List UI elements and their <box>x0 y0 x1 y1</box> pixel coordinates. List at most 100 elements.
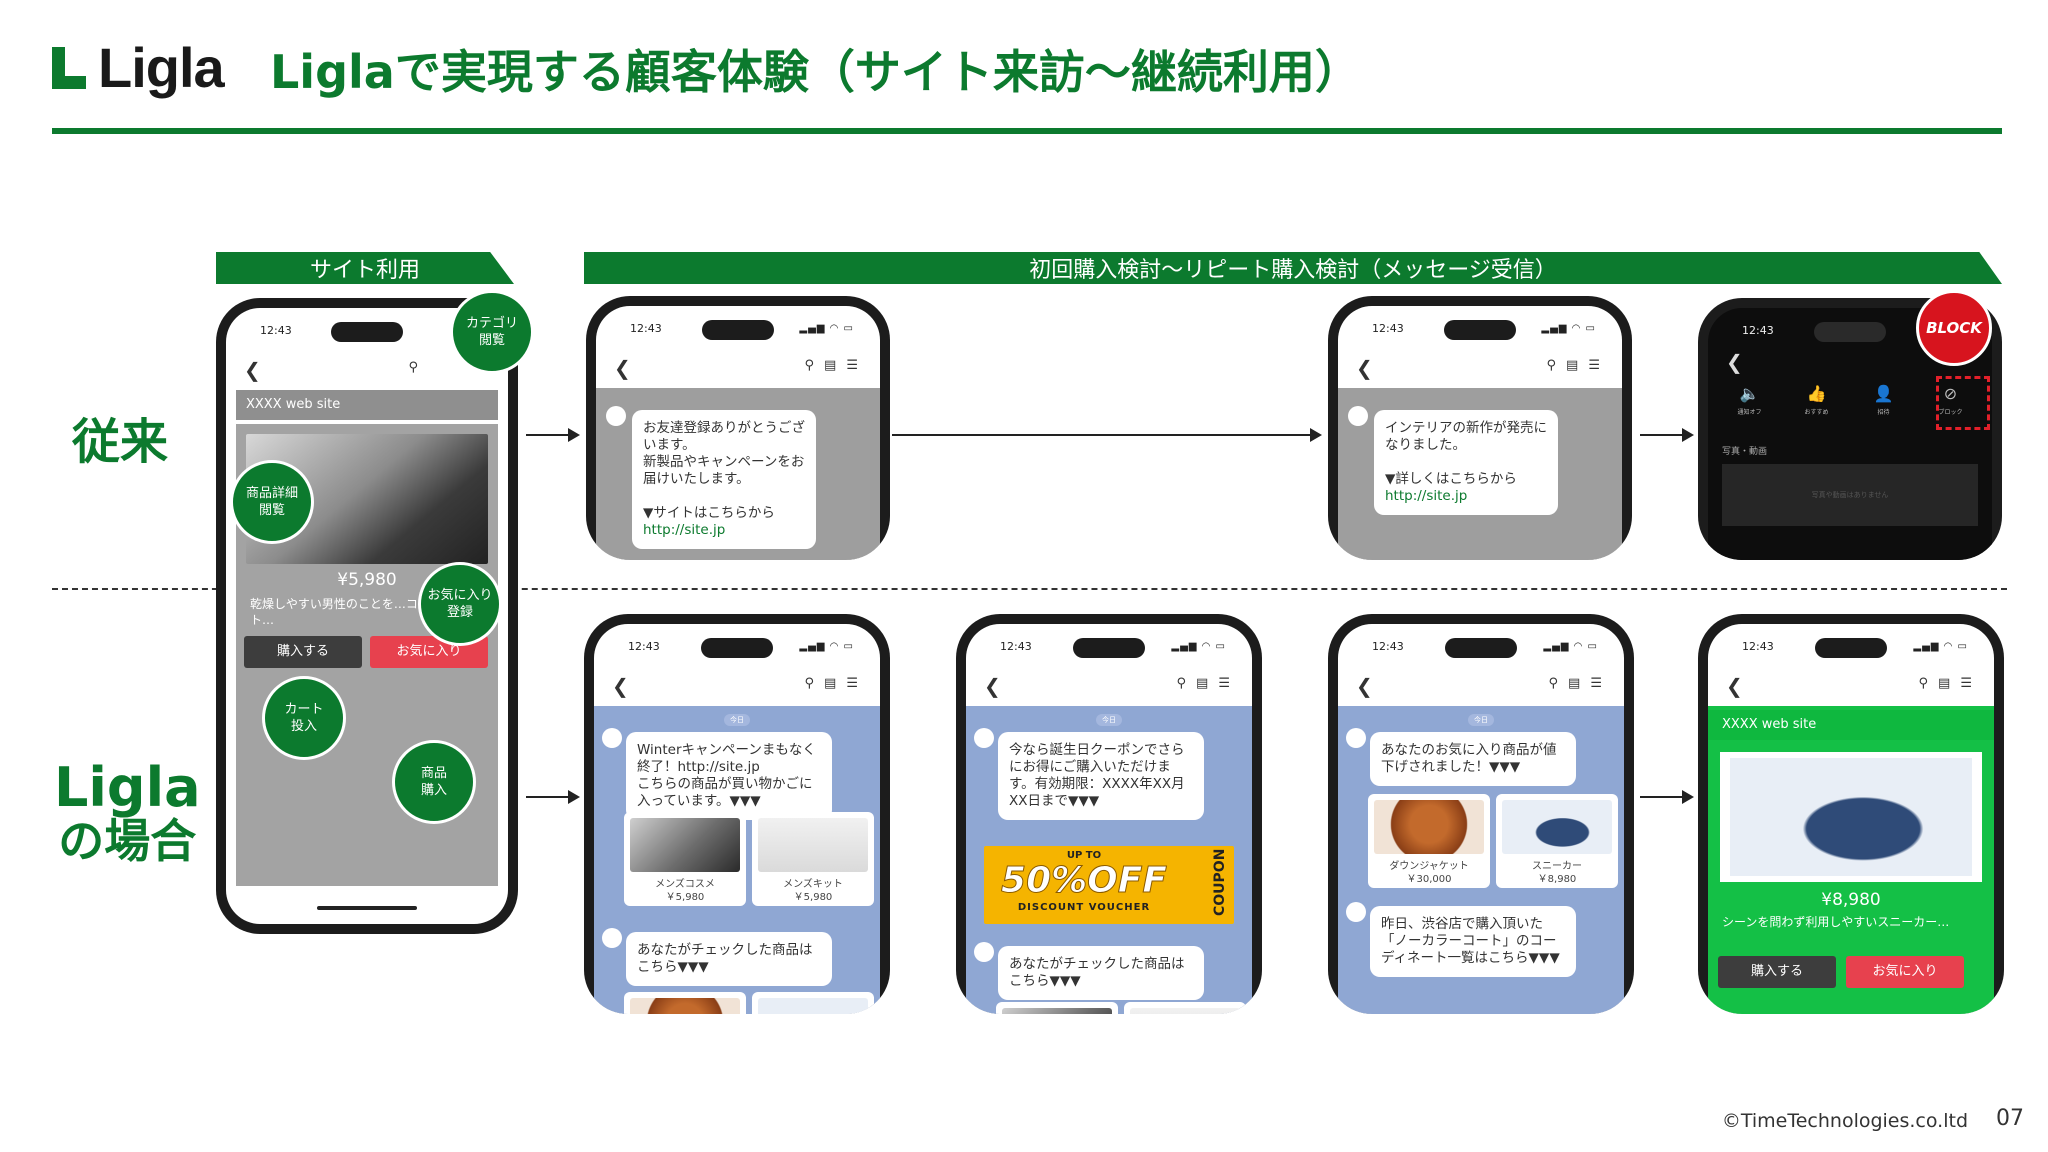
chat-area: 今日 今なら誕生日クーポンでさらにお得にご購入いただけます。有効期限：XXXX年… <box>966 706 1252 1014</box>
coupon-up-to: UP TO <box>1066 850 1102 861</box>
chat-menu-icons[interactable]: ⚲▤☰ <box>804 358 868 373</box>
chat-area: 今日 あなたのお気に入り商品が値下げされました！▼▼▼ ダウンジャケット ￥30… <box>1338 706 1624 1014</box>
block-icon[interactable]: ⊘ブロック <box>1938 384 1963 416</box>
product-card[interactable]: メンズキット ￥5,980 <box>752 812 874 906</box>
product-price: ¥8,980 <box>1821 890 1881 910</box>
message-link[interactable]: http://site.jp <box>1385 488 1468 504</box>
favorite-button[interactable]: お気に入り <box>370 636 488 668</box>
product-image-frame[interactable] <box>1720 752 1982 882</box>
status-icons: ▂▄▆ ◠ ▭ <box>1541 323 1596 334</box>
search-icon[interactable]: ⚲ <box>408 360 428 375</box>
back-icon[interactable]: ❮ <box>1726 674 1743 698</box>
phone-notch <box>1815 638 1887 658</box>
message-bubble: お友達登録ありがとうございます。 新製品やキャンペーンをお届けいたします。 ▼サ… <box>632 410 816 549</box>
site-menu-icons[interactable]: ⚲▤☰ <box>1918 676 1982 691</box>
status-icons: ▂▄▆ ◠ ▭ <box>1913 641 1968 652</box>
product-card[interactable] <box>1124 1002 1246 1014</box>
back-icon[interactable]: ❮ <box>1726 350 1743 374</box>
step-purchase: 商品 購入 <box>392 740 476 824</box>
back-icon[interactable]: ❮ <box>244 358 261 382</box>
chat-area: お友達登録ありがとうございます。 新製品やキャンペーンをお届けいたします。 ▼サ… <box>596 388 880 560</box>
chat-menu-icons[interactable]: ⚲▤☰ <box>1548 676 1612 691</box>
status-time: 12:43 <box>628 640 660 653</box>
account-avatar <box>1348 406 1368 426</box>
product-image <box>758 998 868 1014</box>
product-image <box>1374 800 1484 854</box>
buy-button[interactable]: 購入する <box>244 636 362 668</box>
phone-notch <box>701 638 773 658</box>
product-card[interactable] <box>624 992 746 1014</box>
ligla-phone-3-screen: 12:43 ▂▄▆ ◠ ▭ ❮ ⚲▤☰ 今日 あなたのお気に入り商品が値下げされ… <box>1338 624 1624 1014</box>
product-card[interactable] <box>752 992 874 1014</box>
status-time: 12:43 <box>1000 640 1032 653</box>
ligla-phone-3: 12:43 ▂▄▆ ◠ ▭ ❮ ⚲▤☰ 今日 あなたのお気に入り商品が値下げされ… <box>1328 614 1634 1014</box>
favorite-button[interactable]: お気に入り <box>1846 956 1964 988</box>
product-image <box>1502 800 1612 854</box>
message-bubble[interactable]: あなたのお気に入り商品が値下げされました！▼▼▼ <box>1370 732 1576 786</box>
chat-navbar: ❮ ⚲▤☰ <box>1338 344 1622 388</box>
product-card[interactable] <box>996 1002 1118 1014</box>
coupon-voucher[interactable]: UP TO 50%OFF DISCOUNT VOUCHER COUPON <box>984 846 1234 924</box>
back-icon[interactable]: ❮ <box>984 674 1001 698</box>
message-link[interactable]: http://site.jp <box>643 522 726 538</box>
coupon-percent: 50%OFF <box>1001 860 1168 902</box>
account-avatar <box>974 728 994 748</box>
account-avatar <box>1346 902 1366 922</box>
arrow-4 <box>526 790 580 804</box>
copyright: ©TimeTechnologies.co.ltd <box>1721 1110 1968 1132</box>
site-navbar: ❮ ⚲▤☰ <box>1708 662 1994 706</box>
arrow-3 <box>1640 428 1694 442</box>
phone-notch <box>1814 322 1886 342</box>
block-badge: BLOCK <box>1916 290 1992 366</box>
chat-menu-icons[interactable]: ⚲▤☰ <box>804 676 868 691</box>
account-avatar <box>1346 728 1366 748</box>
block-highlight-frame <box>1936 376 1990 430</box>
message-bubble[interactable]: あなたがチェックした商品はこちら▼▼▼ <box>998 946 1204 1000</box>
date-tag: 今日 <box>724 714 750 726</box>
card-name: ダウンジャケット <box>1389 861 1469 872</box>
conv-phone-1-screen: 12:43 ▂▄▆ ◠ ▭ ❮ ⚲▤☰ お友達登録ありがとうございます。 新製品… <box>596 306 880 560</box>
message-bubble[interactable]: 今なら誕生日クーポンでさらにお得にご購入いただけます。有効期限：XXXX年XX月… <box>998 732 1204 820</box>
product-card[interactable]: スニーカー ￥8,980 <box>1496 794 1618 888</box>
product-description: シーンを問わず利用しやすいスニーカー… <box>1722 915 1950 929</box>
invite-icon[interactable]: 👤招待 <box>1873 384 1894 416</box>
chat-navbar: ❮ ⚲▤☰ <box>594 662 880 706</box>
product-card[interactable]: メンズコスメ ￥5,980 <box>624 812 746 906</box>
conv-phone-1: 12:43 ▂▄▆ ◠ ▭ ❮ ⚲▤☰ お友達登録ありがとうございます。 新製品… <box>586 296 890 560</box>
message-bubble[interactable]: あなたがチェックした商品はこちら▼▼▼ <box>626 932 832 986</box>
message-bubble[interactable]: 昨日、渋谷店で購入頂いた「ノーカラーコート」のコーディネート一覧はこちら▼▼▼ <box>1370 906 1576 977</box>
back-icon[interactable]: ❮ <box>1356 356 1373 380</box>
chat-menu-icons[interactable]: ⚲▤☰ <box>1176 676 1240 691</box>
status-icons: ▂▄▆ ◠ ▭ <box>799 641 854 652</box>
message-bubble[interactable]: Winterキャンペーンまもなく終了！http://site.jp こちらの商品… <box>626 732 832 820</box>
chat-navbar: ❮ ⚲▤☰ <box>1338 662 1624 706</box>
chat-area: インテリアの新作が発売になりました。 ▼詳しくはこちらから http://sit… <box>1338 388 1622 560</box>
page-title: Liglaで実現する顧客体験（サイト来訪〜継続利用） <box>270 45 1361 99</box>
row-label-ligla-line2: の場合 <box>58 813 197 868</box>
step-favorite-register: お気に入り 登録 <box>418 562 502 646</box>
back-icon[interactable]: ❮ <box>1356 674 1373 698</box>
photo-section-label: 写真・動画 <box>1722 447 1768 457</box>
site-area: XXXX web site ¥8,980 シーンを問わず利用しやすいスニーカー…… <box>1708 706 1994 1014</box>
mute-icon[interactable]: 🔈通知オフ <box>1737 384 1762 416</box>
conv-phone-2-screen: 12:43 ▂▄▆ ◠ ▭ ❮ ⚲▤☰ インテリアの新作が発売になりました。 ▼… <box>1338 306 1622 560</box>
page-number: 07 <box>1996 1106 2024 1131</box>
logo-text: Ligla <box>98 36 225 99</box>
product-card[interactable]: ダウンジャケット ￥30,000 <box>1368 794 1490 888</box>
buy-button[interactable]: 購入する <box>1718 956 1836 988</box>
banner-site-use: サイト利用 <box>216 252 514 284</box>
coupon-voucher-label: DISCOUNT VOUCHER <box>1017 902 1151 913</box>
back-icon[interactable]: ❮ <box>612 674 629 698</box>
status-icons: ▂▄▆ ◠ ▭ <box>1543 641 1598 652</box>
step-product-detail: 商品詳細 閲覧 <box>230 460 314 544</box>
recommend-icon[interactable]: 👍おすすめ <box>1804 384 1829 416</box>
card-price: ￥30,000 <box>1406 874 1452 885</box>
card-name: メンズキット <box>783 879 843 890</box>
status-time: 12:43 <box>1742 324 1774 337</box>
account-avatar <box>974 942 994 962</box>
status-icons: ▂▄▆ ◠ ▭ <box>1171 641 1226 652</box>
status-time: 12:43 <box>260 324 292 337</box>
card-name: スニーカー <box>1532 861 1582 872</box>
chat-menu-icons[interactable]: ⚲▤☰ <box>1546 358 1610 373</box>
back-icon[interactable]: ❮ <box>614 356 631 380</box>
